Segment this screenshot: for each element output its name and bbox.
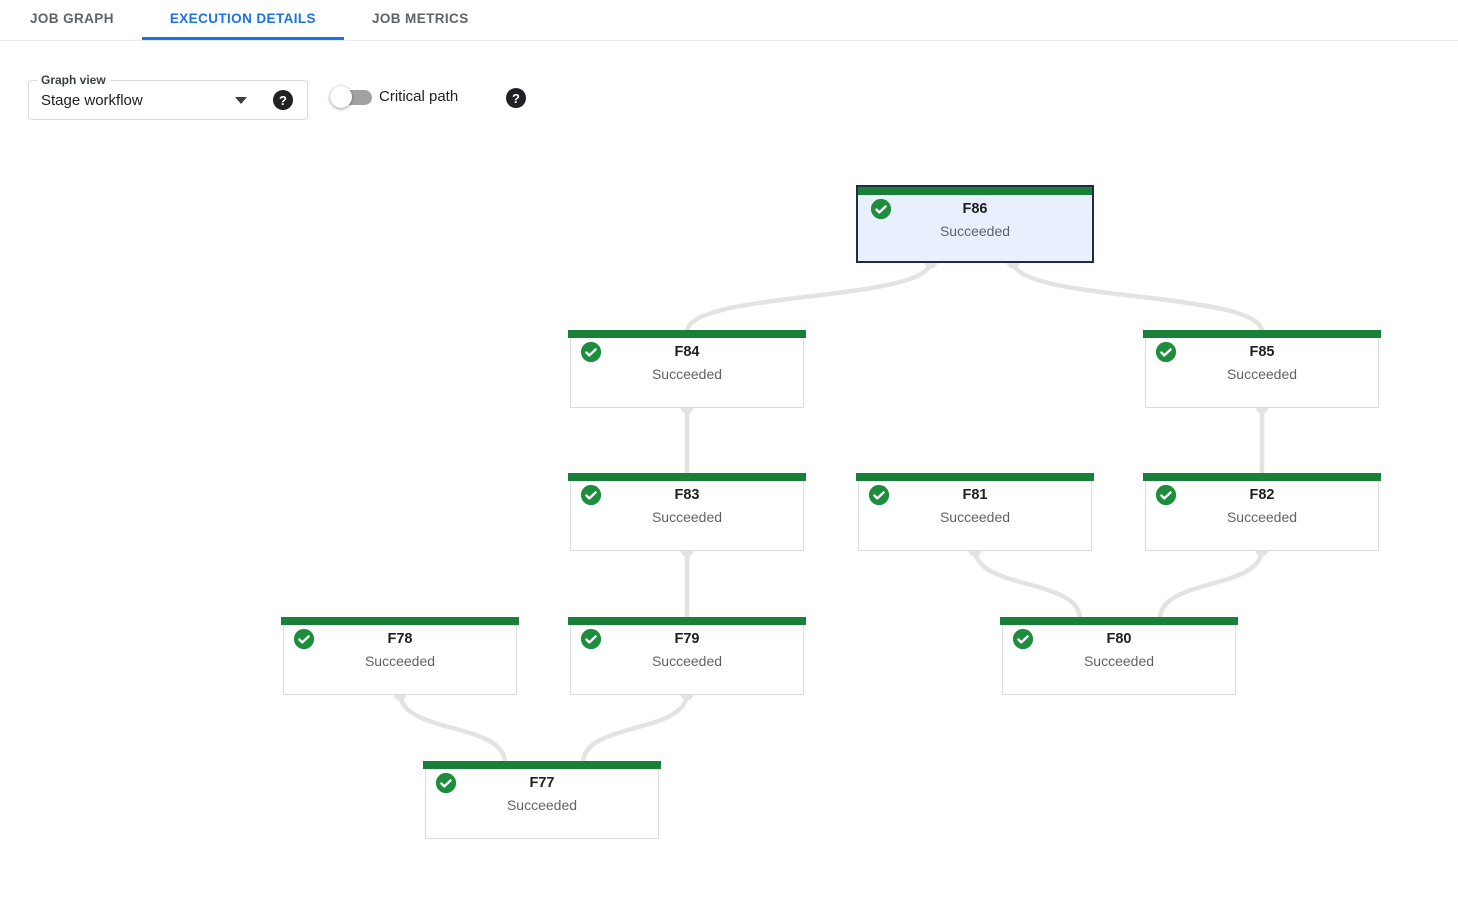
stage-title: F80 — [1106, 631, 1132, 647]
stage-title: F83 — [674, 487, 700, 503]
stage-status: Succeeded — [651, 366, 723, 382]
stage-status-bar — [281, 617, 519, 625]
check-circle-icon — [580, 341, 602, 363]
stage-title: F81 — [962, 487, 988, 503]
stage-node-body — [570, 625, 804, 695]
edge-F81-F80 — [972, 546, 1083, 622]
stage-status-bar — [423, 761, 661, 769]
critical-path-label: Critical path — [379, 88, 459, 105]
graph-view-help-icon[interactable]: ? — [273, 90, 293, 110]
stage-title: F82 — [1249, 487, 1275, 503]
stage-status-bar — [1000, 617, 1238, 625]
graph-view-select[interactable]: Graph view Stage workflow ? — [28, 73, 308, 120]
toggle-knob — [330, 86, 352, 108]
check-circle-icon — [435, 772, 457, 794]
stage-status: Succeeded — [1083, 653, 1155, 669]
check-circle-icon — [1012, 628, 1034, 650]
stage-title: F78 — [387, 631, 413, 647]
tab-bar: JOB GRAPH EXECUTION DETAILS JOB METRICS — [0, 0, 1458, 41]
stage-status-bar — [856, 473, 1094, 481]
stage-title: F84 — [674, 344, 700, 360]
edge-F78-F77 — [397, 690, 508, 766]
stage-node-body — [1145, 481, 1379, 551]
check-circle-icon — [870, 198, 892, 220]
stage-title: F79 — [674, 631, 700, 647]
check-circle-icon — [580, 628, 602, 650]
check-circle-icon — [580, 484, 602, 506]
stage-node-body — [570, 481, 804, 551]
check-circle-icon — [868, 484, 890, 506]
check-circle-icon — [293, 628, 315, 650]
stage-node-body — [283, 625, 517, 695]
stage-status: Succeeded — [364, 653, 436, 669]
stage-status-bar — [568, 473, 806, 481]
stage-status-bar — [1143, 473, 1381, 481]
stage-title: F86 — [962, 201, 988, 217]
tab-job-graph[interactable]: JOB GRAPH — [30, 11, 114, 26]
stage-status: Succeeded — [651, 509, 723, 525]
critical-path-help-icon[interactable]: ? — [506, 88, 526, 108]
tab-execution-details[interactable]: EXECUTION DETAILS — [141, 0, 344, 40]
check-circle-icon — [1155, 484, 1177, 506]
graph-view-select-label: Graph view — [37, 73, 110, 87]
stage-status: Succeeded — [1226, 509, 1298, 525]
edge-F82-F80 — [1157, 546, 1265, 622]
stage-node-body — [1002, 625, 1236, 695]
chevron-down-icon — [235, 96, 247, 104]
stage-node-body — [858, 481, 1092, 551]
stage-status: Succeeded — [1226, 366, 1298, 382]
stage-status-bar — [858, 187, 1092, 195]
stage-status-bar — [1143, 330, 1381, 338]
stage-status: Succeeded — [506, 797, 578, 813]
check-circle-icon — [1155, 341, 1177, 363]
edge-F86-F84 — [684, 258, 934, 335]
critical-path-toggle[interactable] — [330, 86, 374, 108]
stage-status: Succeeded — [651, 653, 723, 669]
stage-status: Succeeded — [939, 223, 1011, 239]
edge-F86-F85 — [1010, 258, 1265, 335]
stage-status: Succeeded — [939, 509, 1011, 525]
stage-node-body — [570, 338, 804, 408]
stage-status-bar — [568, 330, 806, 338]
edge-F79-F77 — [580, 690, 690, 766]
stage-status-bar — [568, 617, 806, 625]
graph-view-selected-value: Stage workflow — [41, 91, 143, 109]
stage-node-body — [425, 769, 659, 839]
stage-title: F77 — [529, 775, 555, 791]
tab-job-metrics[interactable]: JOB METRICS — [371, 11, 469, 26]
stage-title: F85 — [1249, 344, 1275, 360]
stage-node-body — [1145, 338, 1379, 408]
